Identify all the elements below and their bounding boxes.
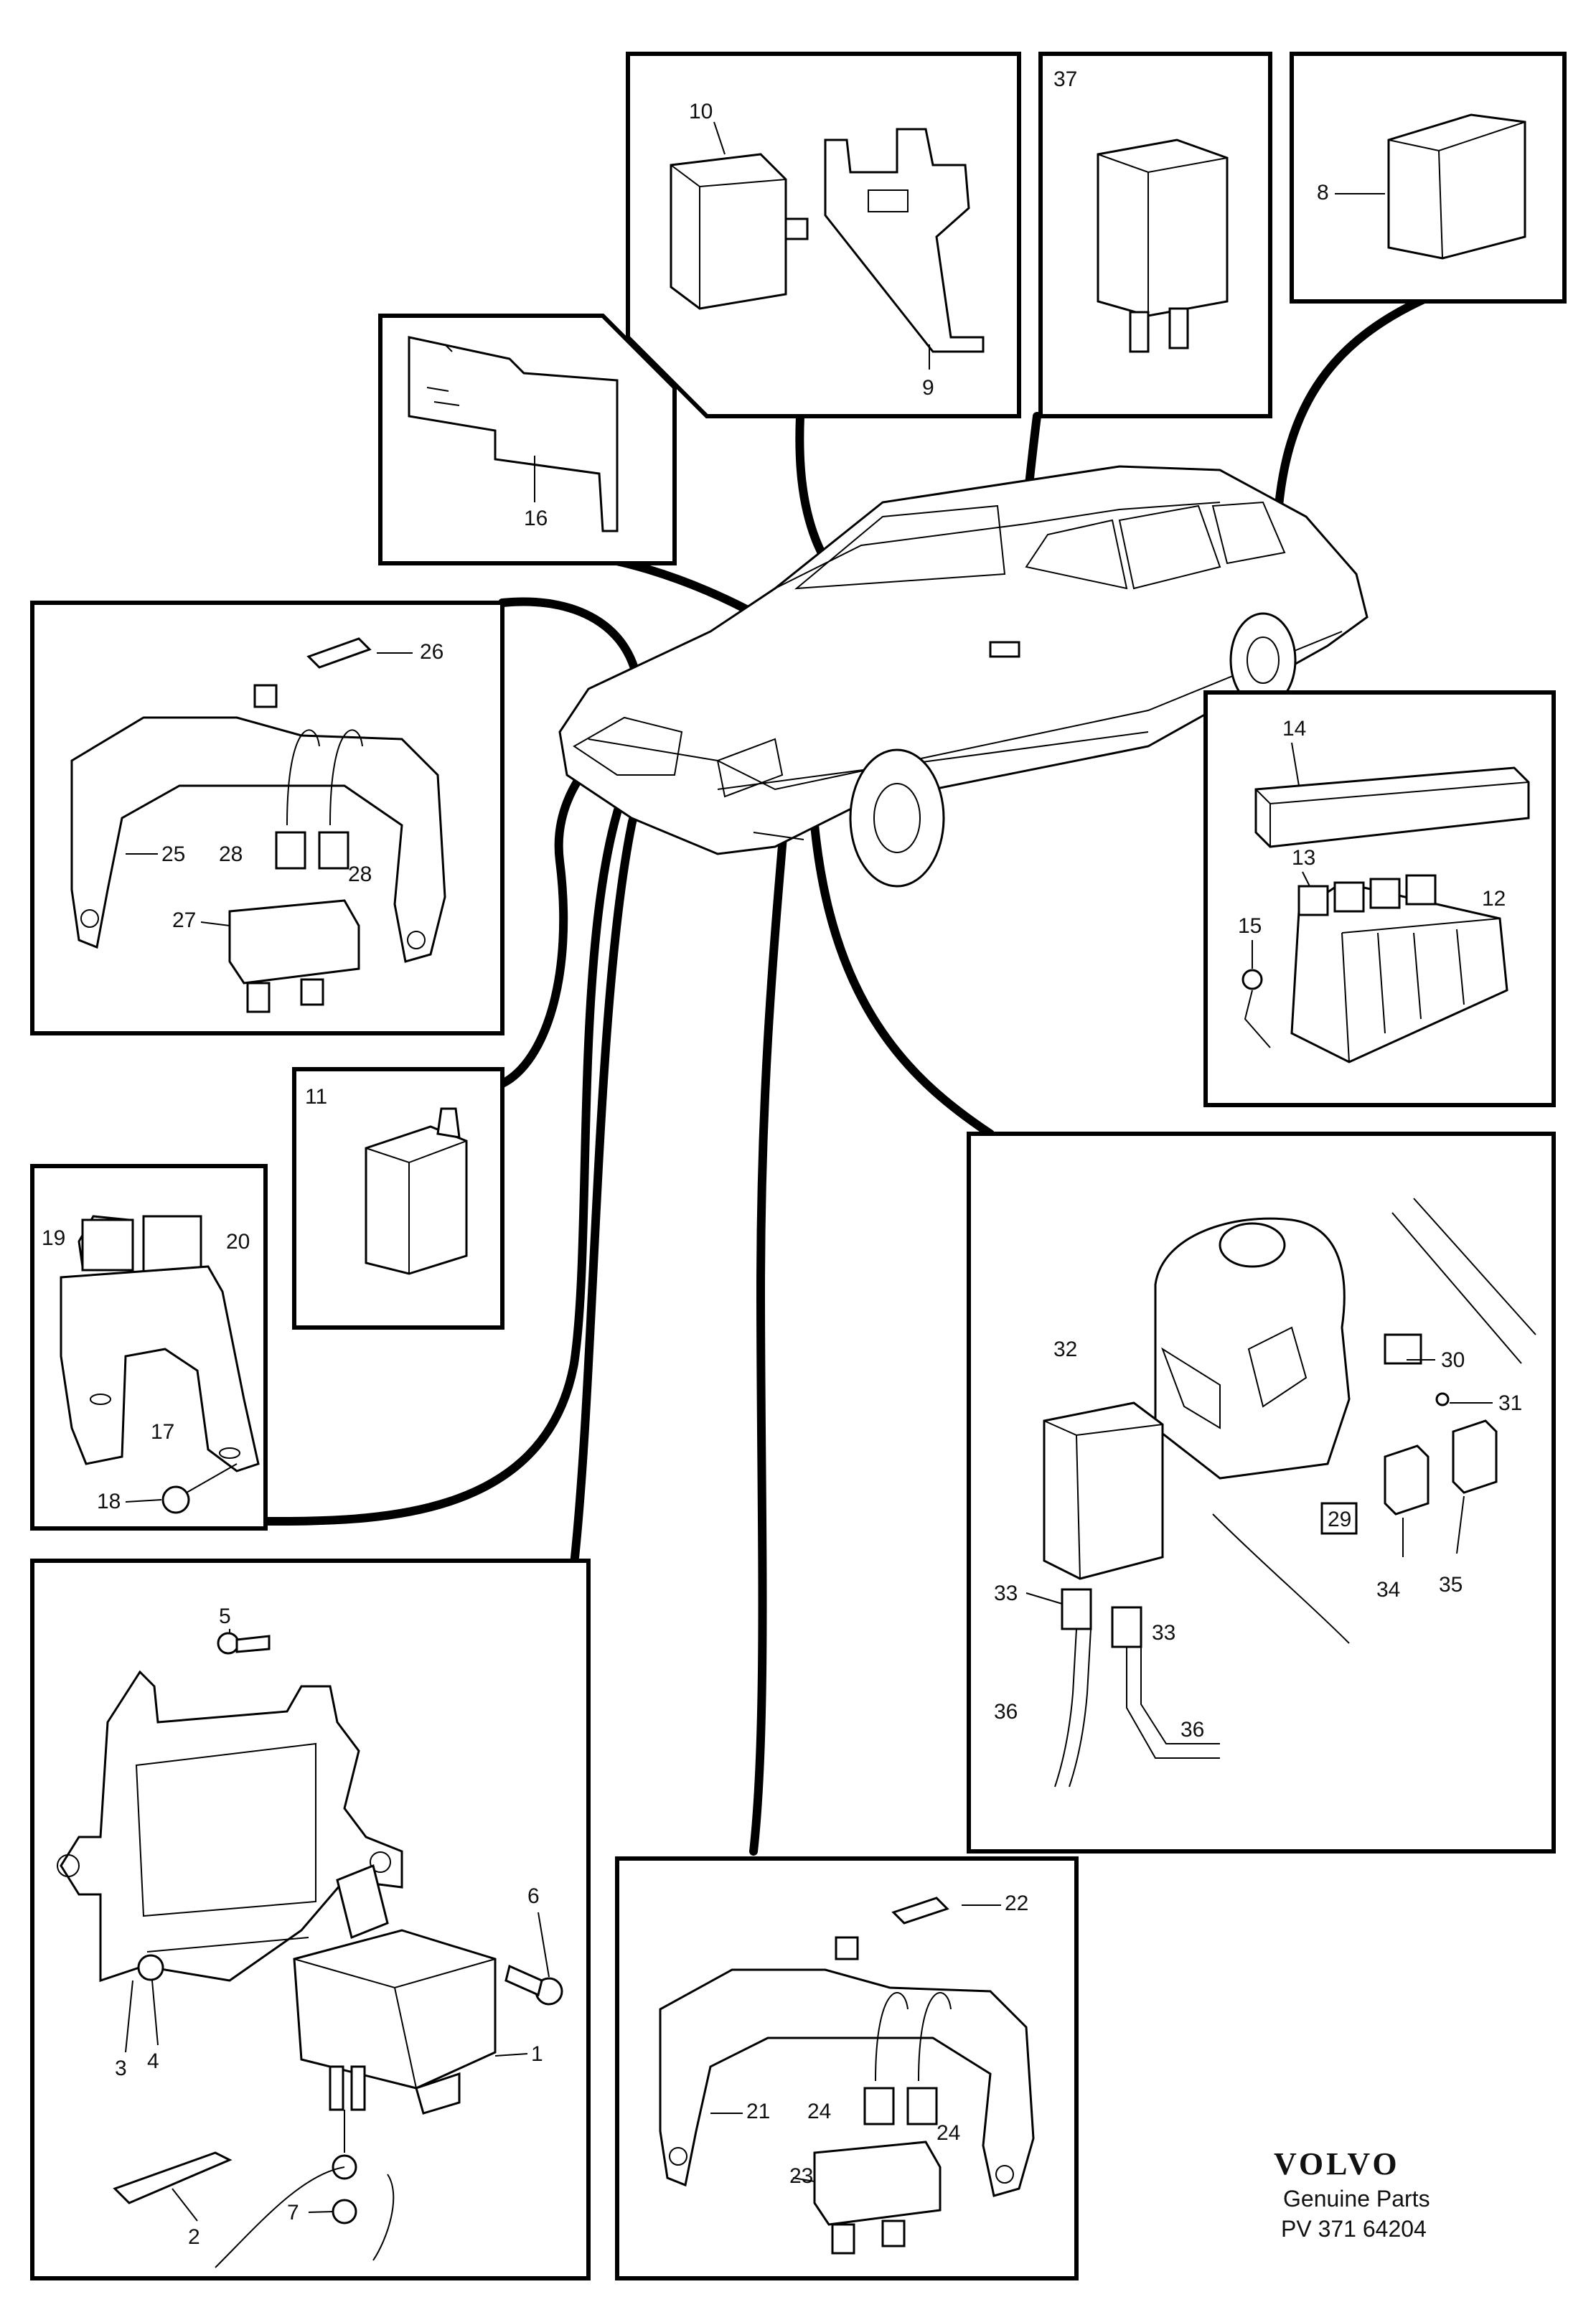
callout-10: 10 xyxy=(689,100,713,123)
callout-13: 13 xyxy=(1292,846,1315,870)
panel-relay-11: 11 xyxy=(292,1067,504,1330)
callout-5: 5 xyxy=(219,1605,231,1628)
callout-15: 15 xyxy=(1238,914,1262,938)
callout-21: 21 xyxy=(746,2100,770,2123)
callout-8: 8 xyxy=(1317,181,1329,205)
callout-26: 26 xyxy=(420,640,443,664)
callout-28a: 28 xyxy=(219,842,243,866)
callout-17: 17 xyxy=(151,1420,174,1444)
callout-14: 14 xyxy=(1282,717,1306,741)
callout-19: 19 xyxy=(42,1226,65,1250)
callout-18: 18 xyxy=(97,1490,121,1513)
panel-bracket-21-relay-23: 22 21 24 24 23 xyxy=(615,1856,1079,2280)
callout-27: 27 xyxy=(172,908,196,932)
panel-relay-37: 37 xyxy=(1038,52,1272,418)
callout-23: 23 xyxy=(789,2164,813,2188)
callout-36b: 36 xyxy=(1180,1718,1204,1742)
callout-24b: 24 xyxy=(937,2121,960,2145)
callout-32: 32 xyxy=(1053,1338,1077,1361)
callout-25: 25 xyxy=(161,842,185,866)
callout-30: 30 xyxy=(1441,1348,1465,1372)
panel-bracket-17-relays-19-20: 19 20 17 18 xyxy=(30,1164,268,1531)
callout-7: 7 xyxy=(287,2201,299,2225)
callout-24a: 24 xyxy=(807,2100,831,2123)
callout-9: 9 xyxy=(922,376,934,400)
callout-4: 4 xyxy=(147,2049,159,2073)
callout-33b: 33 xyxy=(1152,1621,1175,1645)
callout-1: 1 xyxy=(531,2042,543,2066)
callout-11: 11 xyxy=(305,1085,327,1109)
panel-relay-1-bracket-2-7: 5 6 1 3 4 2 7 xyxy=(30,1559,591,2280)
panel-bracket-25-relay-27: 26 25 28 28 27 xyxy=(30,601,504,1035)
callout-12: 12 xyxy=(1482,887,1506,911)
callout-34: 34 xyxy=(1376,1578,1400,1602)
callout-22: 22 xyxy=(1005,1892,1028,1915)
callout-33a: 33 xyxy=(994,1582,1018,1605)
panel-relay-10-bracket-9: 10 9 xyxy=(626,52,1021,418)
callout-16: 16 xyxy=(524,507,548,530)
panel-fusebox-12-15: 14 13 12 15 xyxy=(1203,690,1556,1107)
panel-relay-8: 8 xyxy=(1290,52,1567,304)
callout-20: 20 xyxy=(226,1230,250,1254)
panel-wiper-motor-29-36: 32 30 31 29 34 35 33 33 36 36 xyxy=(967,1132,1556,1854)
brand-block: VOLVO Genuine Parts PV 371 64204 xyxy=(1274,2146,1430,2242)
callout-2: 2 xyxy=(188,2225,200,2249)
callout-31: 31 xyxy=(1498,1391,1522,1415)
brand-subtitle: Genuine Parts xyxy=(1283,2186,1430,2212)
callout-3: 3 xyxy=(115,2057,127,2080)
car-illustration xyxy=(558,465,1369,888)
callout-36a: 36 xyxy=(994,1700,1018,1724)
callout-35: 35 xyxy=(1439,1573,1463,1597)
callout-29: 29 xyxy=(1328,1508,1351,1531)
callout-6: 6 xyxy=(527,1884,540,1908)
callout-37: 37 xyxy=(1053,67,1077,91)
panel-bracket-16: 16 xyxy=(378,314,677,565)
part-code: PV 371 64204 xyxy=(1281,2216,1427,2242)
volvo-logo: VOLVO xyxy=(1274,2146,1400,2181)
callout-28b: 28 xyxy=(348,863,372,886)
